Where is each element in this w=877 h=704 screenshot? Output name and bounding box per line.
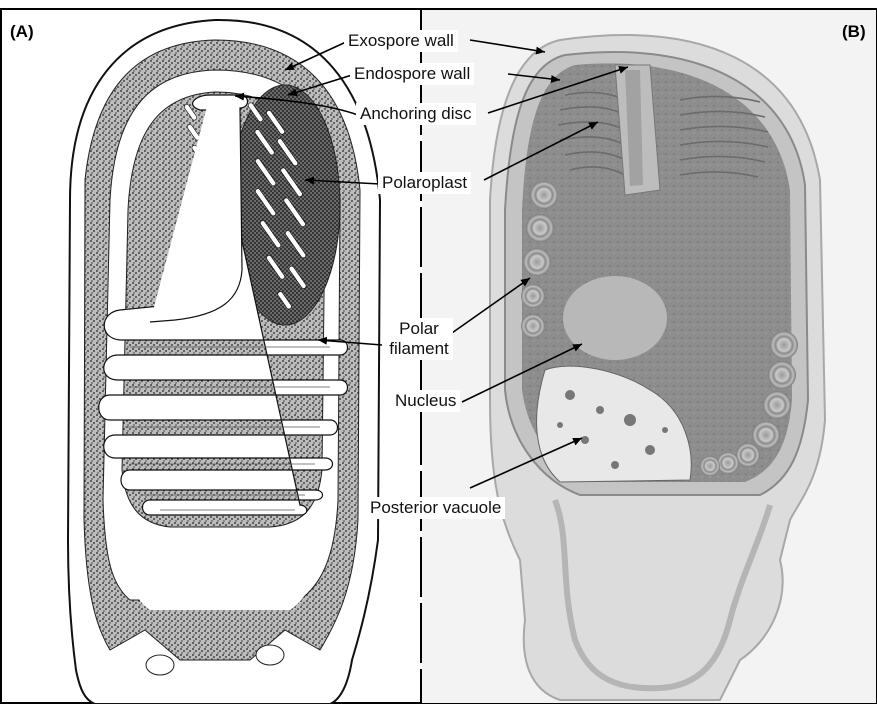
label-posterior-vacuole: Posterior vacuole	[366, 497, 505, 519]
nucleus-tem	[563, 276, 667, 360]
label-polaroplast: Polaroplast	[378, 172, 471, 194]
label-exospore-wall: Exospore wall	[344, 30, 458, 52]
label-endospore-wall: Endospore wall	[350, 63, 474, 85]
spore-drawing	[68, 20, 380, 704]
label-polar-filament: Polar filament	[385, 318, 453, 360]
panel-label-b: (B)	[842, 22, 866, 42]
label-polar-filament-line1: Polar	[389, 319, 449, 339]
label-polar-filament-line2: filament	[389, 339, 449, 359]
label-nucleus: Nucleus	[391, 390, 460, 412]
panel-label-a: (A)	[10, 22, 34, 42]
posterior-region	[125, 540, 320, 610]
label-anchoring-disc: Anchoring disc	[356, 103, 476, 125]
spore-micrograph	[422, 10, 876, 703]
